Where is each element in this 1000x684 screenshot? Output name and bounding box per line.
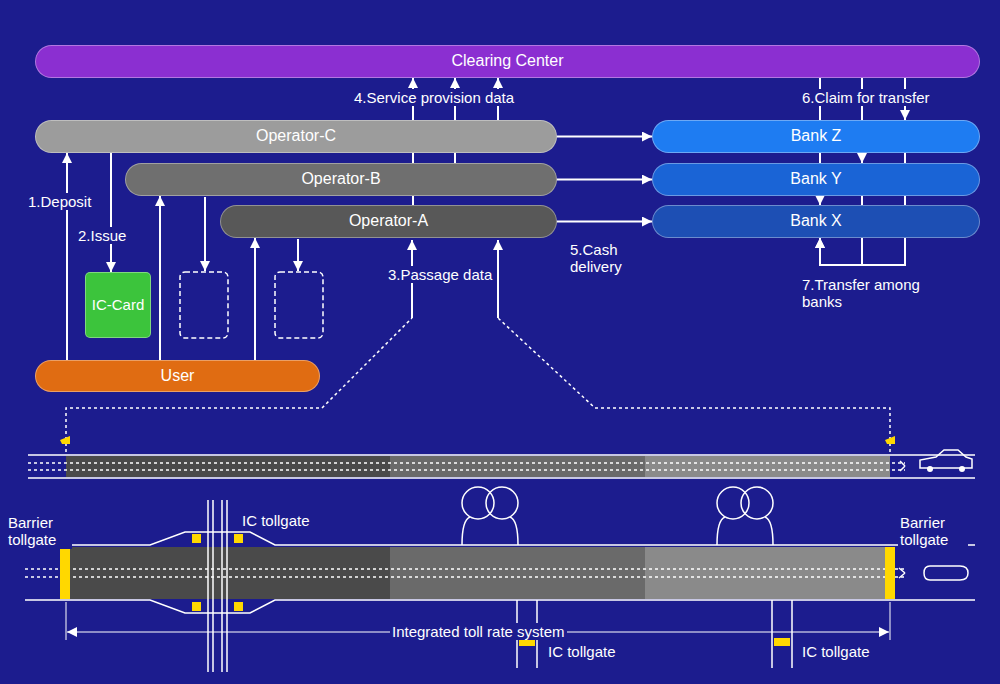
flow-arrow (66, 153, 68, 360)
tollgate-label: IC tollgate (546, 643, 618, 660)
issue-arrow (204, 197, 206, 271)
passage-bracket (498, 318, 890, 452)
expressway-plan (25, 487, 975, 672)
tollgate-label: IC tollgate (800, 643, 872, 660)
tollgate-label: IC tollgate (240, 512, 312, 529)
step-label: 3.Passage data (386, 266, 494, 283)
passage-arrow (497, 240, 499, 318)
dashed-card (180, 272, 228, 338)
node-label: Operator-B (301, 170, 380, 188)
step-label: 4.Service provision data (352, 89, 516, 106)
node-label: User (161, 367, 195, 385)
top-road (28, 436, 975, 478)
bank-bar: Bank X (652, 205, 980, 238)
bank-bar: Bank Y (652, 163, 980, 196)
flow-arrow (254, 238, 256, 360)
flow-arrow (159, 196, 161, 360)
flow-arrow (557, 221, 652, 223)
node-label: Bank Z (791, 127, 842, 145)
operator-bar: Operator-B (125, 163, 557, 196)
step-label: 5.Cash delivery (568, 241, 642, 276)
node-label: IC-Card (92, 296, 145, 313)
flow-arrow (110, 153, 112, 272)
issue-arrow (297, 239, 299, 271)
operator-bar: Operator-A (220, 205, 557, 238)
ic-card: IC-Card (85, 272, 151, 338)
node-label: Clearing Center (451, 52, 563, 70)
node-label: Bank Y (790, 170, 841, 188)
operator-bar: Operator-C (35, 120, 557, 153)
node-label: Operator-A (349, 212, 428, 230)
step-label: 2.Issue (76, 227, 128, 244)
step-label: 1.Deposit (26, 193, 93, 210)
flow-arrow (557, 136, 652, 138)
clearing-bar: Clearing Center (35, 45, 980, 78)
dimension-label: Integrated toll rate system (390, 623, 567, 640)
bank-bar: Bank Z (652, 120, 980, 153)
user-bar: User (35, 360, 320, 392)
flow-arrow (557, 179, 652, 181)
step-label: 6.Claim for transfer (800, 89, 932, 106)
dimension-line (66, 602, 890, 640)
dashed-card (275, 272, 323, 338)
tollgate-label: Barrier tollgate (898, 514, 968, 549)
node-label: Bank X (790, 212, 842, 230)
node-label: Operator-C (256, 127, 336, 145)
step-label: 7.Transfer among banks (800, 276, 929, 311)
tollgate-label: Barrier tollgate (6, 514, 72, 549)
